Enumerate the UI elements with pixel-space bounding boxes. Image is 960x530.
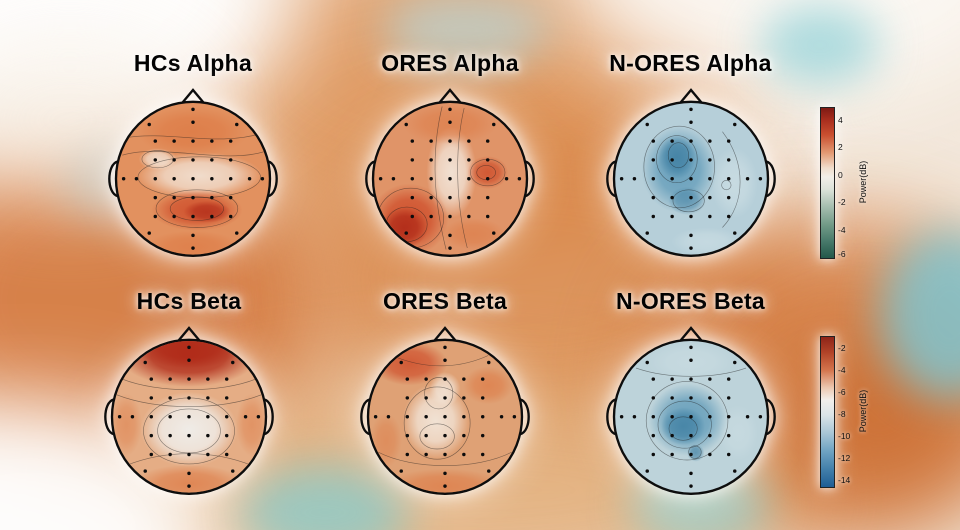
ear-left <box>104 398 115 436</box>
colorbar-gradient-beta <box>820 336 835 488</box>
colorbar-label-beta: Power(dB) <box>858 389 868 433</box>
contour-lines <box>635 367 746 461</box>
electrode-dots <box>378 107 522 250</box>
ear-right <box>524 160 535 198</box>
panel-nores-alpha: N-ORES Alpha <box>578 50 803 259</box>
background-blob <box>380 0 550 70</box>
ear-right <box>519 398 530 436</box>
topomap-ores-alpha <box>365 88 535 257</box>
background-blob <box>760 5 880 85</box>
panel-title-nores-alpha: N-ORES Alpha <box>609 50 772 76</box>
colorbar-alpha: 4 2 0 -2 -4 -6 Power(dB) <box>820 107 890 259</box>
nose <box>677 88 704 106</box>
electrode-dots <box>619 345 762 488</box>
nose <box>437 88 463 106</box>
colorbar-tick: -4 <box>838 225 846 235</box>
colorbar-tick: -4 <box>838 365 846 375</box>
topomap-field <box>113 340 265 493</box>
ear-right <box>267 160 278 198</box>
topomap-field <box>641 125 758 255</box>
colorbar-tick: -10 <box>838 431 851 441</box>
ear-right <box>764 160 776 198</box>
panel-title-nores-beta: N-ORES Beta <box>616 288 765 314</box>
ear-left <box>605 398 617 436</box>
ear-left <box>365 160 376 198</box>
colorbar-tick: -8 <box>838 409 846 419</box>
nose <box>432 326 458 344</box>
colorbar-tick: 0 <box>838 170 843 180</box>
ear-left <box>605 160 617 198</box>
electrode-dots <box>373 345 517 488</box>
panel-title-hcs-alpha: HCs Alpha <box>133 50 253 76</box>
ear-left <box>108 160 119 198</box>
colorbar-tick: -6 <box>838 249 846 259</box>
panel-ores-beta: ORES Beta <box>340 288 550 497</box>
colorbar-tick: -2 <box>838 197 846 207</box>
nose <box>180 88 206 106</box>
topomap-nores-alpha <box>605 88 776 257</box>
colorbar-gradient-alpha <box>820 107 835 259</box>
panel-title-ores-beta: ORES Beta <box>382 288 508 314</box>
colorbar-tick: 4 <box>838 115 843 125</box>
contour-lines <box>122 132 266 228</box>
panel-ores-alpha: ORES Alpha <box>345 50 555 259</box>
colorbar-label-alpha: Power(dB) <box>858 160 868 204</box>
colorbar-tick: -12 <box>838 453 851 463</box>
topomap-hcs-alpha <box>108 88 278 257</box>
ear-right <box>263 398 274 436</box>
electrode-dots <box>117 345 261 488</box>
topomap-ores-beta <box>360 326 530 495</box>
colorbar-tick: -2 <box>838 343 846 353</box>
panel-hcs-alpha: HCs Alpha <box>88 50 298 259</box>
topomap-field <box>122 106 266 255</box>
colorbar-tick: -14 <box>838 475 851 485</box>
ear-right <box>764 398 776 436</box>
ear-left <box>360 398 371 436</box>
contour-lines <box>378 355 512 467</box>
topomap-hcs-beta <box>104 326 274 495</box>
topomap-nores-beta <box>605 326 776 495</box>
nose <box>677 326 704 344</box>
electrode-dots <box>121 107 265 250</box>
panel-hcs-beta: HCs Beta <box>84 288 294 497</box>
colorbar-tick: -6 <box>838 387 846 397</box>
colorbar-tick: 2 <box>838 142 843 152</box>
nose <box>176 326 202 344</box>
panel-title-ores-alpha: ORES Alpha <box>381 50 519 76</box>
panel-nores-beta: N-ORES Beta <box>578 288 803 497</box>
panel-title-hcs-beta: HCs Beta <box>136 288 242 314</box>
electrode-dots <box>619 107 762 250</box>
colorbar-beta: -2 -4 -6 -8 -10 -12 -14 Power(dB) <box>820 336 890 488</box>
